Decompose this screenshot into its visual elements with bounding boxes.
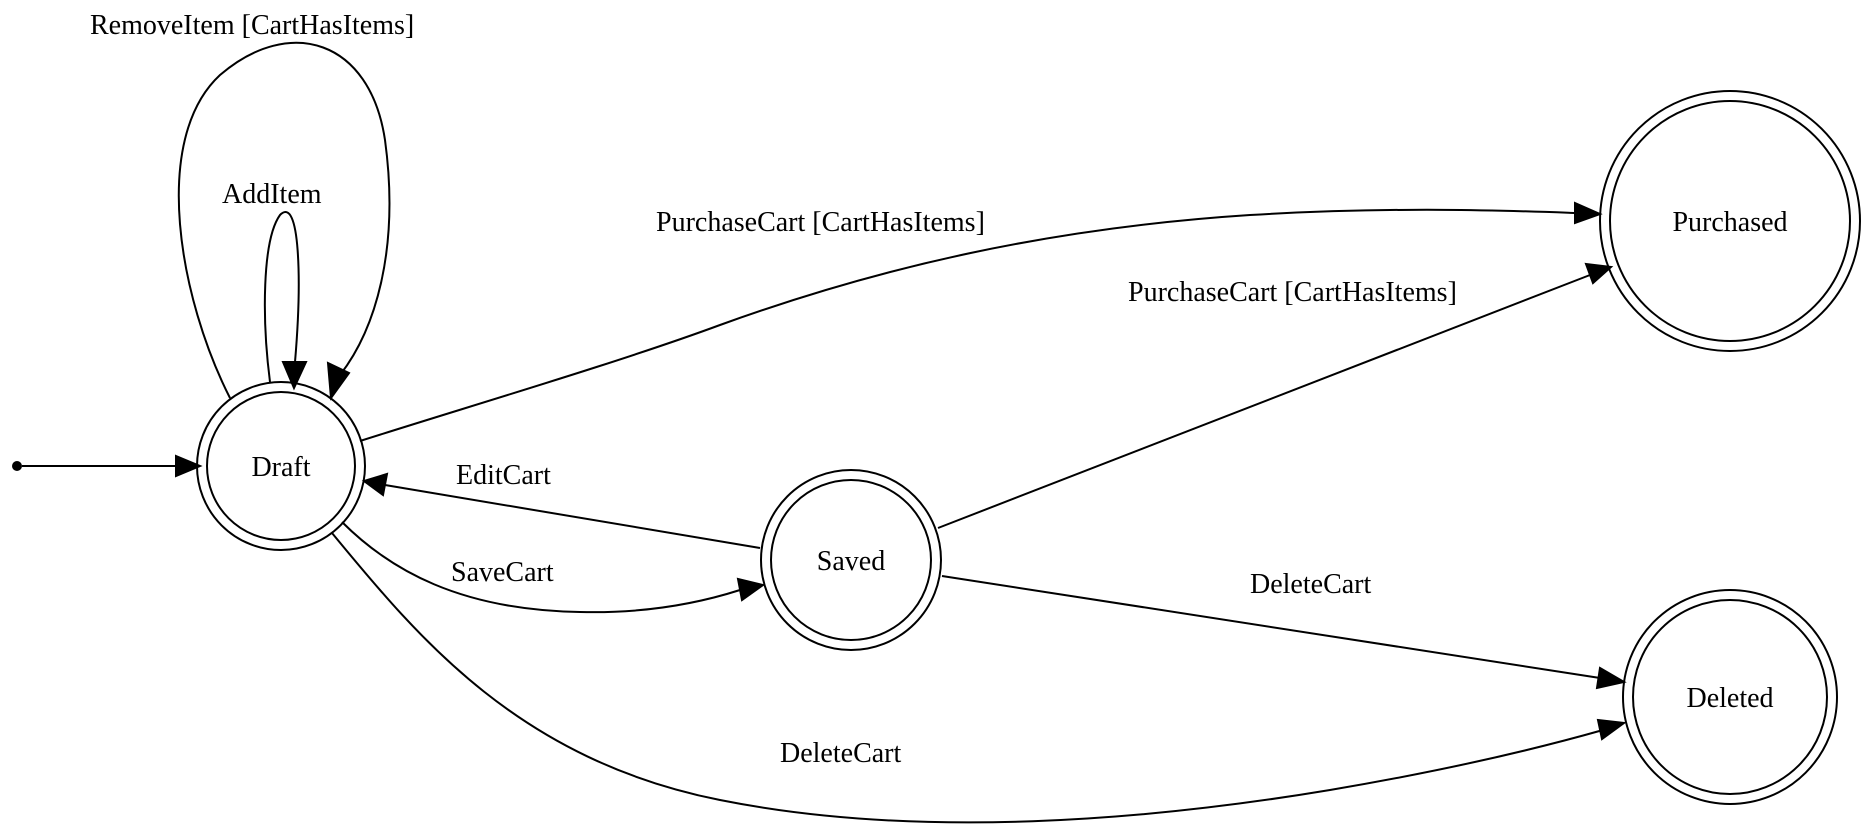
transition-remove-item-edge [177,41,391,399]
transition-remove-item-label: RemoveItem [CartHasItems] [90,10,414,41]
transition-purchase-from-saved-edge [937,274,1591,529]
transition-purchase-from-draft[interactable]: PurchaseCart [CartHasItems] [359,201,1603,442]
transition-remove-item[interactable]: RemoveItem [CartHasItems] [90,10,414,401]
transition-add-item-label: AddItem [222,179,322,210]
transition-purchase-from-saved-arrowhead [1584,262,1614,285]
transition-purchase-from-draft-arrowhead [1574,201,1603,225]
transition-remove-item-arrowhead [326,361,351,401]
state-deleted[interactable]: Deleted [1622,589,1838,805]
initial-transition-arrowhead [175,454,203,478]
transition-delete-from-saved-label: DeleteCart [1250,569,1371,600]
state-saved[interactable]: Saved [760,469,942,651]
state-purchased-inner-ring [1609,100,1851,342]
transition-save-cart-label: SaveCart [451,557,554,588]
transition-purchase-from-draft-label: PurchaseCart [CartHasItems] [656,207,985,238]
transition-delete-from-draft[interactable]: DeleteCart [331,532,1627,824]
transition-save-cart-edge [341,521,741,614]
state-draft-outer-ring [196,381,366,551]
state-draft-label: Draft [251,452,310,483]
transition-edit-cart[interactable]: EditCart [361,460,761,549]
state-deleted-label: Deleted [1686,683,1773,714]
state-draft-inner-ring [206,391,356,541]
state-purchased[interactable]: Purchased [1599,90,1861,352]
transition-delete-from-draft-label: DeleteCart [780,738,901,769]
state-purchased-outer-ring [1599,90,1861,352]
transition-add-item[interactable]: AddItem [222,179,322,391]
transition-purchase-from-draft-edge [359,208,1576,442]
state-saved-inner-ring [770,479,932,641]
transition-save-cart[interactable]: SaveCart [341,521,766,614]
state-draft[interactable]: Draft [196,381,366,551]
state-deleted-inner-ring [1632,599,1828,795]
transition-edit-cart-label: EditCart [456,460,551,491]
transition-purchase-from-saved[interactable]: PurchaseCart [CartHasItems] [937,262,1614,529]
transition-purchase-from-saved-label: PurchaseCart [CartHasItems] [1128,277,1457,308]
transition-delete-from-draft-arrowhead [1596,718,1627,741]
transition-delete-from-saved[interactable]: DeleteCart [941,569,1627,690]
transition-delete-from-saved-edge [941,575,1601,679]
transition-add-item-arrowhead [281,361,308,391]
initial-state-dot [12,461,22,471]
state-purchased-label: Purchased [1672,207,1787,238]
transition-edit-cart-edge [384,484,761,549]
state-deleted-outer-ring [1622,589,1838,805]
state-saved-outer-ring [760,469,942,651]
transition-edit-cart-arrowhead [361,472,389,497]
state-saved-label: Saved [817,546,885,577]
transition-delete-from-saved-arrowhead [1595,666,1627,690]
transition-save-cart-arrowhead [736,577,766,602]
transition-add-item-edge [263,211,300,383]
transition-delete-from-draft-edge [331,532,1604,824]
